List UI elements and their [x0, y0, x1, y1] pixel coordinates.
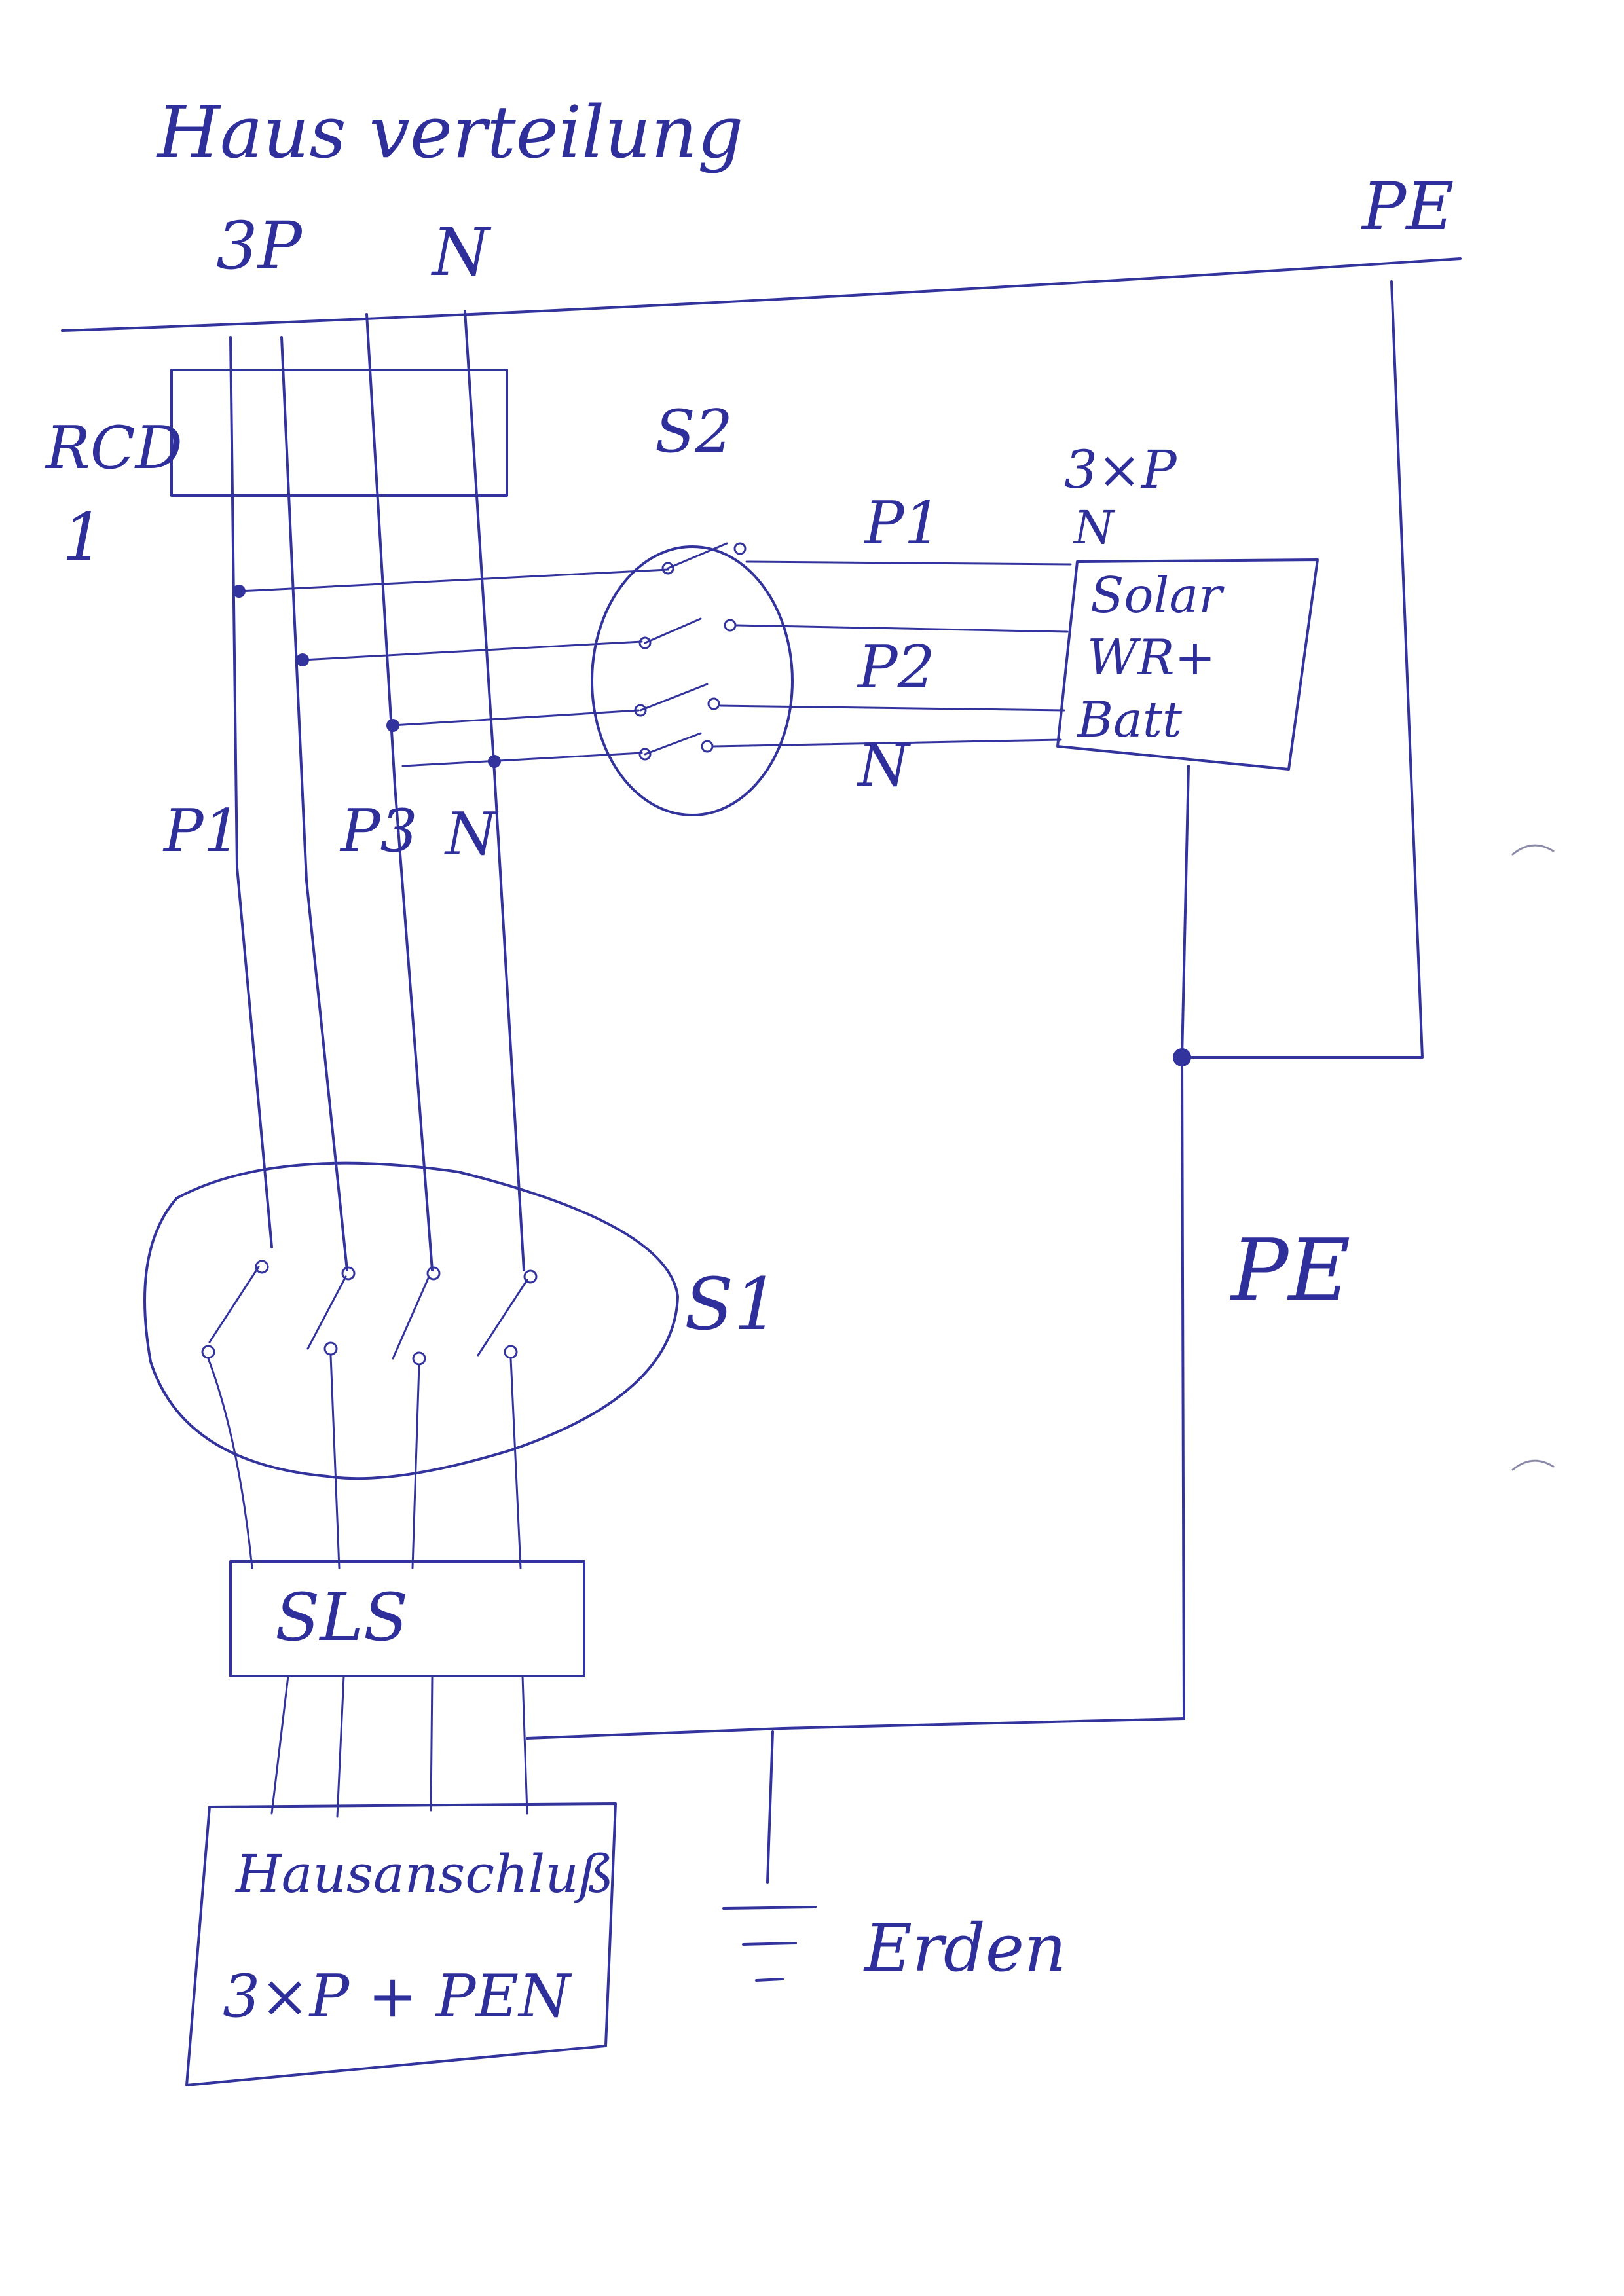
house-connection-line-2: 3×P + PEN — [223, 1962, 572, 2031]
tap-p3 — [392, 709, 640, 727]
sls-out-3 — [430, 1675, 434, 1812]
junction-dot — [488, 755, 501, 768]
label-s2: S2 — [655, 397, 733, 466]
s1-out-4 — [509, 1357, 522, 1569]
s1-out-1 — [207, 1357, 253, 1569]
out-p2 — [735, 624, 1069, 633]
device-pe-wire — [1181, 765, 1190, 1720]
label-rcd-number: 1 — [62, 499, 104, 575]
device-box — [1056, 558, 1319, 771]
wire-n — [464, 310, 525, 1271]
label-pe-mid: PE — [1230, 1220, 1350, 1320]
pe-wire-right — [1177, 280, 1424, 1059]
label-3xp: 3×P — [1064, 439, 1177, 500]
label-n-top: N — [431, 214, 492, 291]
pe-junction-dot — [1173, 1048, 1191, 1066]
label-p3-left: P3 — [339, 797, 418, 866]
out-p1 — [745, 560, 1072, 566]
wire-p2 — [280, 336, 348, 1271]
tap-n — [401, 752, 643, 767]
label-n-right: N — [857, 731, 912, 800]
sls-out-4 — [521, 1675, 528, 1815]
diagram-title: Haus verteilung — [156, 90, 743, 174]
label-sls: SLS — [275, 1579, 408, 1656]
s1-out-2 — [329, 1354, 341, 1569]
tap-p1 — [238, 568, 669, 592]
label-3p: 3P — [216, 208, 303, 284]
device-line-2: WR+ — [1087, 629, 1215, 686]
sls-box — [229, 1560, 585, 1677]
switch-s1 — [143, 1161, 679, 1480]
pen-to-earth-wire — [526, 1717, 1185, 1740]
label-pe-top: PE — [1361, 168, 1454, 245]
wire-p1 — [229, 336, 273, 1248]
label-rcd: RCD — [45, 414, 183, 483]
label-erden: Erden — [863, 1910, 1066, 1986]
binder-mark — [1511, 844, 1555, 856]
house-connection-line-1: Hausanschluß — [234, 1844, 614, 1904]
distribution-bus-line — [61, 257, 1462, 332]
s1-contacts — [201, 1260, 538, 1366]
s1-out-3 — [411, 1364, 420, 1569]
sls-out-2 — [336, 1675, 345, 1818]
switch-s2 — [591, 545, 794, 816]
wire-p3 — [365, 313, 434, 1271]
junction-dot — [386, 719, 399, 732]
label-p2-right: P2 — [857, 633, 935, 702]
device-line-1: Solar — [1090, 566, 1225, 624]
label-p1-left: P1 — [162, 797, 241, 866]
junction-dot — [232, 585, 246, 598]
device-line-3: Batt — [1076, 691, 1183, 748]
label-n-left: N — [444, 800, 499, 869]
binder-mark — [1511, 1459, 1555, 1471]
rcd-box — [170, 369, 508, 497]
house-connection-box — [185, 1802, 617, 2086]
label-n-box: N — [1073, 501, 1116, 555]
sls-out-1 — [270, 1675, 289, 1815]
label-s1: S1 — [684, 1262, 779, 1346]
junction-dot — [296, 653, 309, 666]
earth-wire-down — [766, 1730, 774, 1884]
earth-symbol — [722, 1906, 817, 1982]
out-n — [712, 738, 1062, 748]
tap-p2 — [301, 640, 643, 661]
s2-contacts — [634, 542, 747, 761]
label-p1-right: P1 — [863, 489, 942, 558]
out-p3 — [719, 704, 1065, 712]
